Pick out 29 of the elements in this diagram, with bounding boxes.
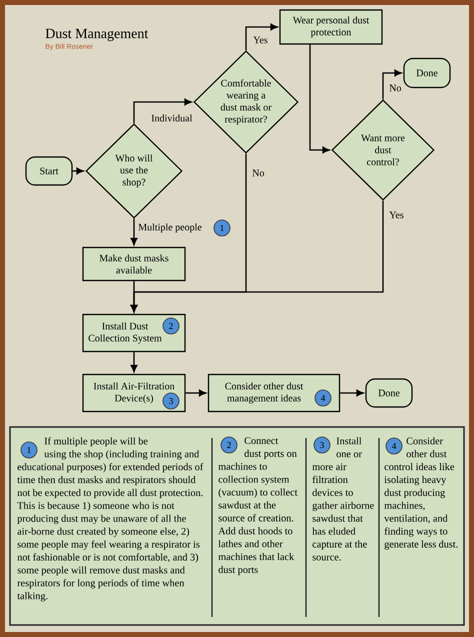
edge-label: Yes <box>388 210 405 220</box>
arrow <box>130 352 138 372</box>
terminal-box: Done <box>403 58 451 88</box>
process-box: Wear personal dust protection <box>279 9 383 45</box>
title: Dust Management <box>46 28 148 42</box>
arrow <box>340 390 364 396</box>
callout-number: 4 <box>314 390 332 406</box>
edge-label: Multiple people <box>137 222 203 234</box>
arrow <box>133 98 192 124</box>
arrow <box>130 218 138 246</box>
callout-number: 1 <box>214 220 230 236</box>
callout-number: 2 <box>162 318 180 334</box>
arrow <box>72 168 84 174</box>
terminal-box: Done <box>365 378 413 408</box>
arrow <box>382 70 402 100</box>
callout-number: 3 <box>162 392 180 410</box>
callout-number: 3 <box>314 436 330 454</box>
edge-label: No <box>251 168 266 178</box>
callout-number: 2 <box>220 436 238 454</box>
edge-label: Yes <box>252 36 269 44</box>
arrow <box>186 390 206 396</box>
terminal-box: Start <box>25 156 73 186</box>
process-box: Make dust masks available <box>82 246 186 282</box>
callout-number: 1 <box>20 442 38 458</box>
arrow <box>245 24 278 50</box>
edge-label: No <box>388 84 402 92</box>
arrow <box>130 281 138 312</box>
callout-number: 4 <box>386 438 402 454</box>
arrow <box>309 44 330 154</box>
